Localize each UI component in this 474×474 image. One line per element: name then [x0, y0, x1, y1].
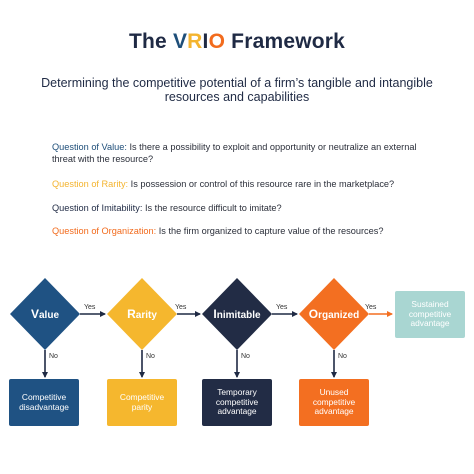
outcome-competitive-parity: Competitive parity: [107, 379, 177, 426]
yes-label-value: Yes: [84, 304, 96, 311]
outcome-unused-competitive-advantage: Unused competitive advantage: [299, 379, 369, 426]
yes-label-organized: Yes: [365, 304, 377, 311]
question-rarity: Question of Rarity: Is possession or con…: [52, 179, 432, 191]
no-label-organized: No: [338, 353, 347, 360]
outcome-competitive-disadvantage: Competitive disadvantage: [9, 379, 79, 426]
title-letter-r: R: [187, 30, 203, 53]
inimitable-diamond: [202, 278, 272, 350]
question-value: Question of Value: Is there a possibilit…: [52, 142, 432, 165]
title-letter-i: I: [202, 30, 209, 53]
no-label-rarity: No: [146, 353, 155, 360]
inimitable-node-label: Inimitable: [213, 307, 261, 321]
question-organization: Question of Organization: Is the firm or…: [52, 226, 432, 238]
question-value-text: Is there a possibility to exploit and op…: [52, 142, 417, 164]
no-label-inimitable: No: [241, 353, 250, 360]
yes-label-rarity: Yes: [175, 304, 187, 311]
no-label-value: No: [49, 353, 58, 360]
subtitle: Determining the competitive potential of…: [41, 76, 433, 104]
question-organization-label: Question of Organization:: [52, 226, 157, 236]
question-value-label: Question of Value:: [52, 142, 127, 152]
question-imitability-label: Question of Imitability:: [52, 202, 143, 213]
question-organization-text: Is the firm organized to capture value o…: [156, 226, 384, 236]
rarity-node-label: Rarity: [127, 307, 157, 321]
question-imitability: Question of Imitability: Is the resource…: [52, 203, 432, 215]
title-letter-v: V: [172, 30, 188, 53]
question-imitability-text: Is the resource difficult to imitate?: [142, 202, 282, 213]
page-title: The VRIO Framework: [128, 30, 346, 53]
outcome-sustained-competitive-advantage: Sustained competitive advantage: [395, 291, 465, 338]
value-node-label: Value: [31, 307, 59, 321]
outcome-temporary-competitive-advantage: Temporary competitive advantage: [202, 379, 272, 426]
yes-label-inimitable: Yes: [276, 304, 288, 311]
question-rarity-text: Is possession or control of this resourc…: [128, 179, 395, 189]
value-diamond: [10, 278, 80, 350]
rarity-diamond: [107, 278, 177, 350]
organized-diamond: [299, 278, 369, 350]
title-letter-o: O: [208, 30, 226, 53]
organized-node-label: Organized: [309, 307, 359, 321]
question-list: Question of Value: Is there a possibilit…: [52, 142, 432, 250]
question-rarity-label: Question of Rarity:: [52, 179, 129, 189]
